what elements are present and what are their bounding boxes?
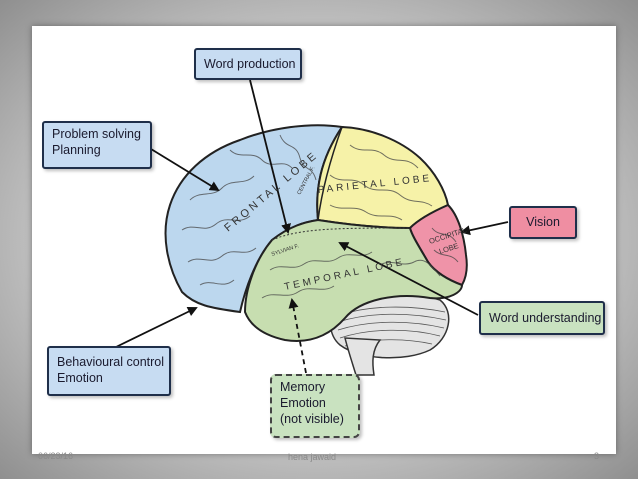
word-understanding-box: Word understanding (479, 301, 605, 335)
temporal-lobe (243, 218, 464, 342)
behavioural-control-label: Behavioural control (57, 355, 165, 369)
arrow-problem-solving (150, 148, 220, 192)
arrow-memory (288, 298, 307, 374)
central-fissure (317, 126, 343, 221)
memory-box: Memory Emotion (not visible) (270, 374, 360, 438)
behavioural-emotion-label: Emotion (57, 371, 103, 385)
memory-label: Memory (280, 380, 326, 394)
arrow-vision (460, 221, 509, 236)
footer-author: hena jawaid (288, 452, 337, 462)
planning-label: Planning (52, 143, 101, 157)
problem-solving-label: Problem solving (52, 127, 141, 141)
footer-date: 06/23/16 (38, 451, 74, 461)
arrow-word-understanding (338, 242, 479, 316)
arrows (113, 79, 509, 349)
problem-solving-box: Problem solving Planning (42, 121, 152, 169)
memory-emotion-label: Emotion (280, 396, 326, 410)
footer-page-number: 3 (594, 451, 600, 461)
arrow-word-production (249, 79, 291, 234)
word-production-label: Word production (204, 57, 296, 71)
not-visible-label: (not visible) (280, 412, 344, 426)
vision-label: Vision (526, 215, 560, 229)
word-understanding-label: Word understanding (489, 311, 602, 325)
arrow-behavioural (113, 307, 198, 349)
word-production-box: Word production (194, 48, 302, 80)
sylvian-fissure (271, 227, 411, 241)
behavioural-control-box: Behavioural control Emotion (47, 346, 171, 396)
gyri (181, 134, 459, 299)
vision-box: Vision (509, 206, 577, 239)
brainstem (344, 337, 382, 376)
